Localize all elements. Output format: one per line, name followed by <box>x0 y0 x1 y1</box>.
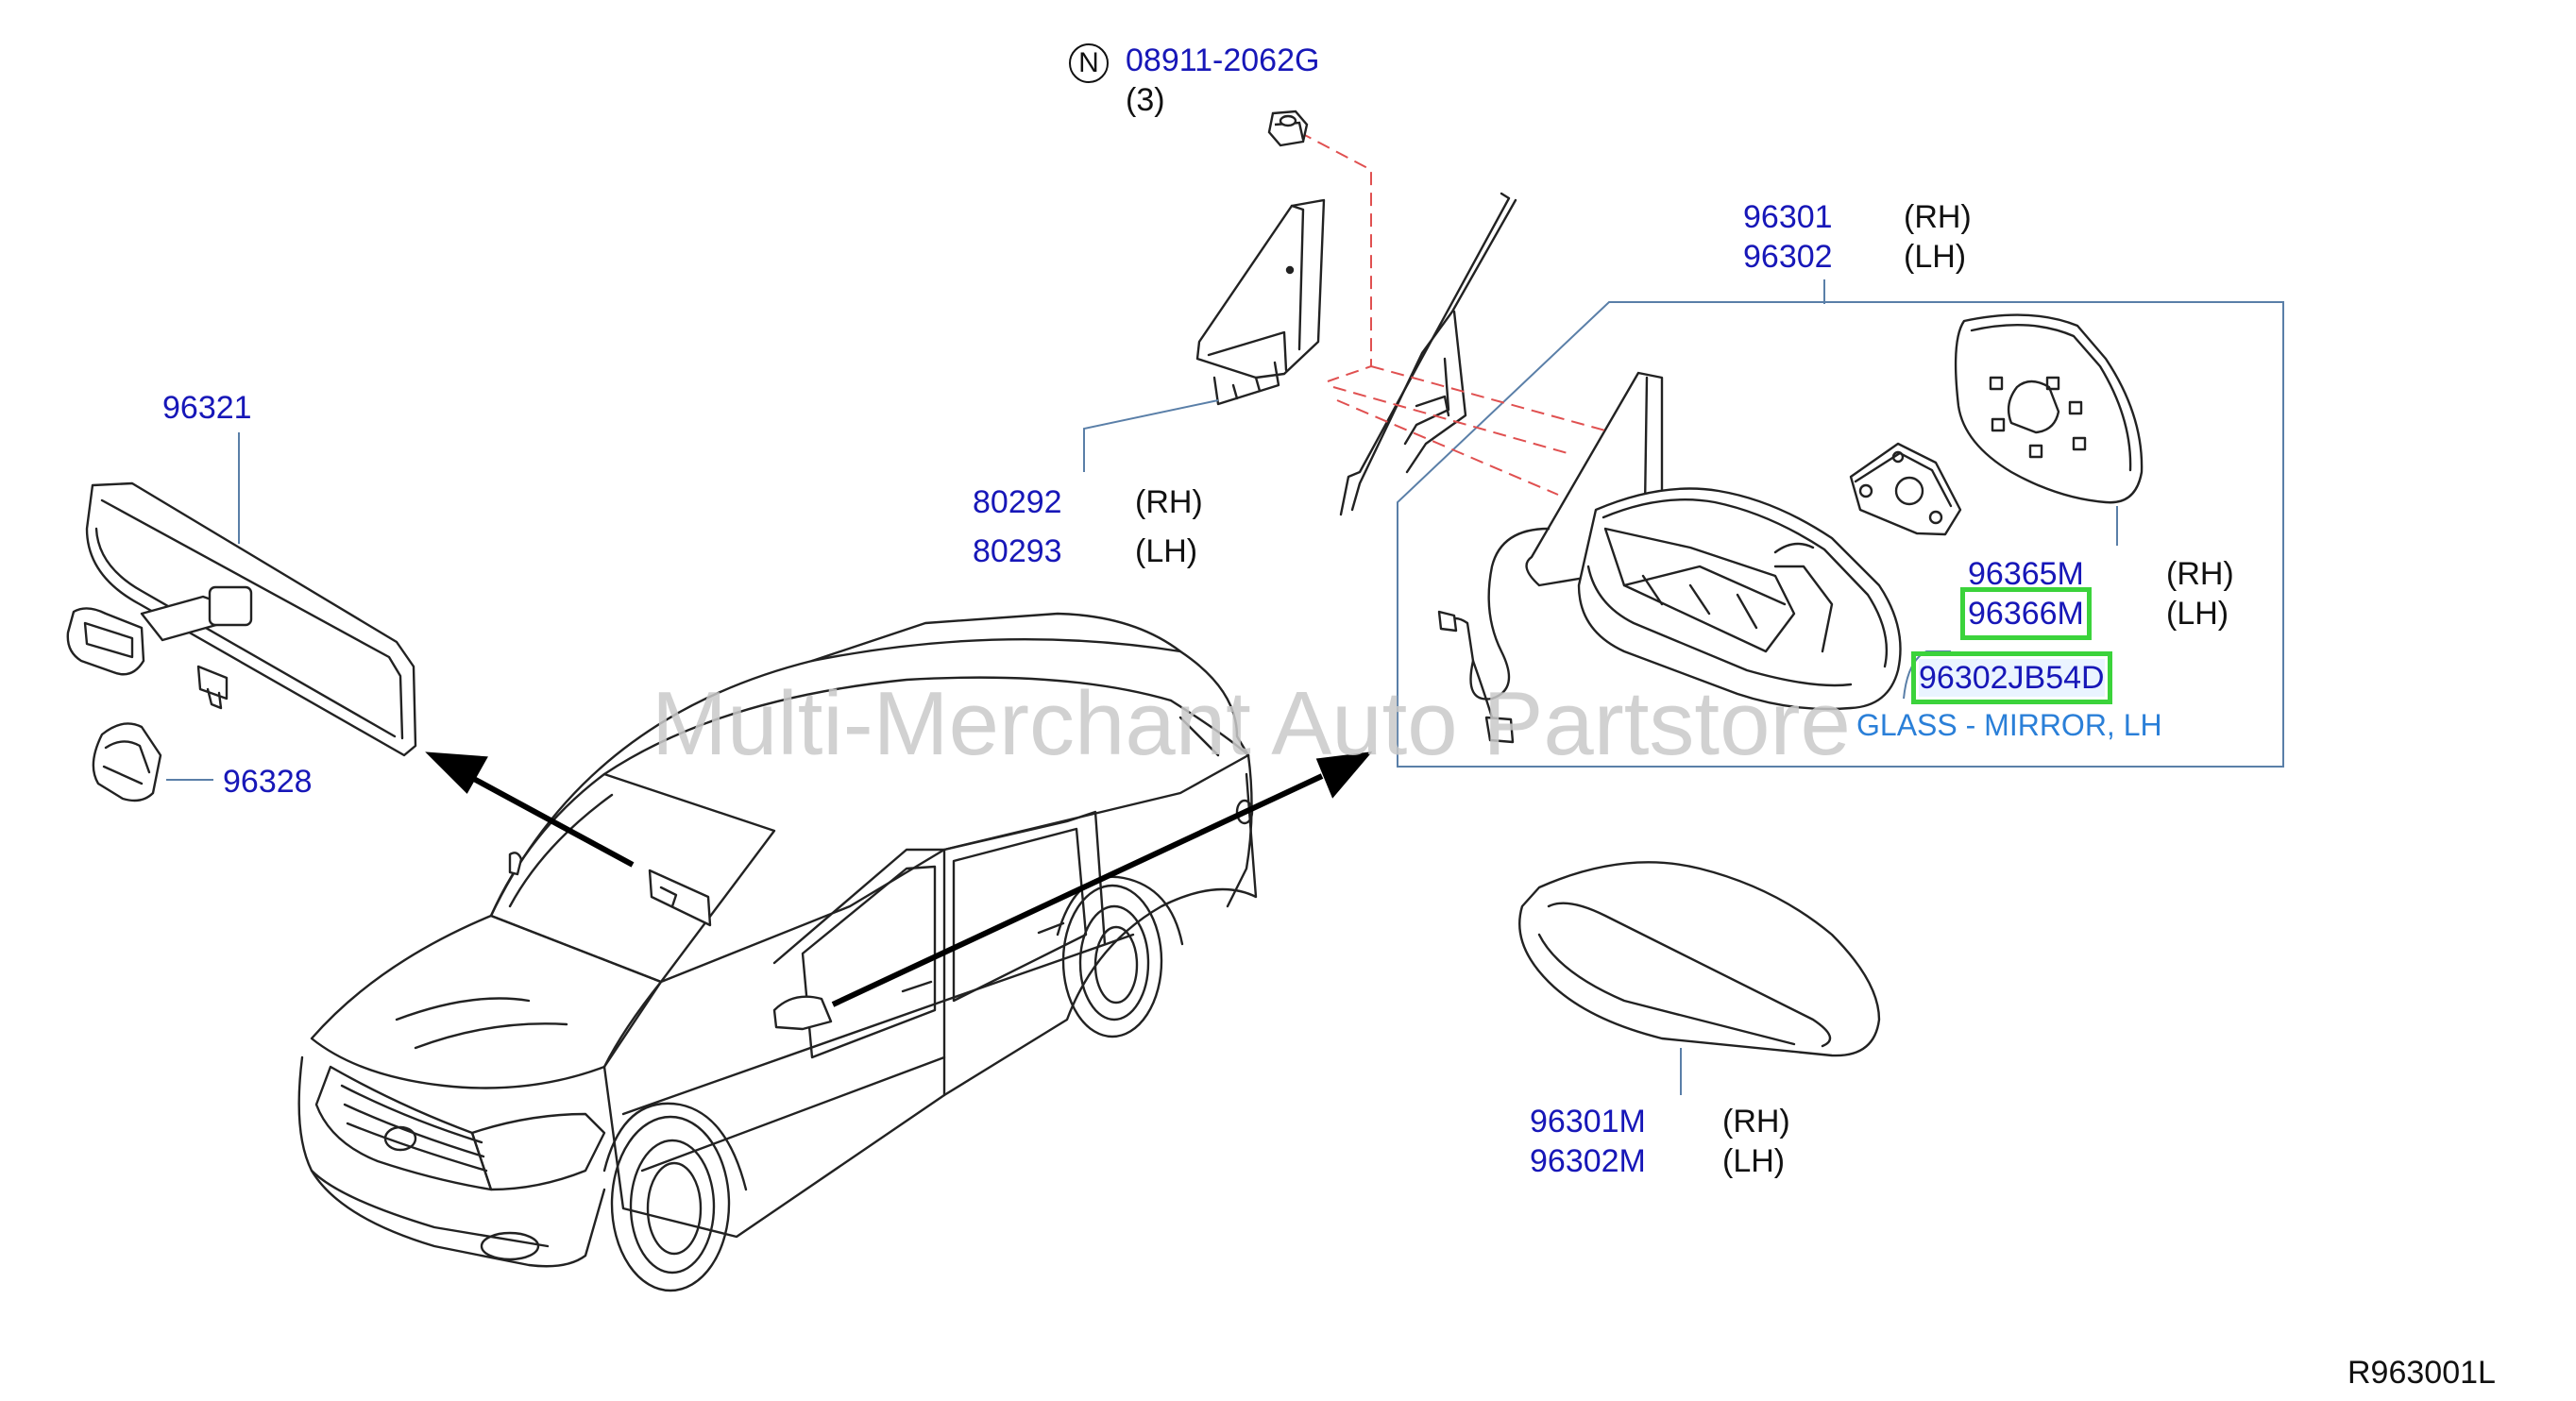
mirror-lh-part-number[interactable]: 96302 <box>1743 239 1833 275</box>
corner-finisher-illustration <box>1195 198 1326 406</box>
cover-lh-side: (LH) <box>1722 1143 1786 1179</box>
car-illustration <box>297 612 1258 1292</box>
inner-mirror-illustration <box>66 481 417 757</box>
inner-mirror-cover-illustration <box>92 722 162 802</box>
cover-rh-side: (RH) <box>1722 1104 1790 1139</box>
cover-rh-part-number[interactable]: 96301M <box>1530 1104 1646 1139</box>
glass-lh-part-number-highlighted[interactable]: 96366M <box>1960 587 2092 640</box>
nut-illustration <box>1267 110 1309 147</box>
mirror-assembly-illustration <box>1437 313 2144 744</box>
glass-lh-side: (LH) <box>2166 596 2229 632</box>
nut-quantity: (3) <box>1126 82 1165 118</box>
leader-lines <box>166 279 2118 1095</box>
assembly-frame <box>1397 301 2284 768</box>
nut-part-number[interactable]: 08911-2062G <box>1126 42 1320 78</box>
alignment-dashes <box>1298 131 1606 496</box>
door-frame-illustration <box>1339 192 1517 516</box>
mirror-cover-illustration <box>1518 861 1881 1057</box>
mirror-rh-side: (RH) <box>1904 199 1972 235</box>
glass-rh-part-number[interactable]: 96365M <box>1968 556 2084 592</box>
inner-mirror-cover-part-number[interactable]: 96328 <box>223 764 313 800</box>
corner-lh-side: (LH) <box>1135 533 1198 569</box>
diagram-reference-code: R963001L <box>2347 1355 2496 1391</box>
glass-rh-side: (RH) <box>2166 556 2234 592</box>
nut-symbol-badge: N <box>1069 43 1109 83</box>
glass-special-part-number-highlighted[interactable]: 96302JB54D <box>1911 651 2112 704</box>
corner-lh-part-number[interactable]: 80293 <box>973 533 1062 569</box>
cover-lh-part-number[interactable]: 96302M <box>1530 1143 1646 1179</box>
mirror-rh-part-number[interactable]: 96301 <box>1743 199 1833 235</box>
glass-description: GLASS - MIRROR, LH <box>1856 708 2162 742</box>
inner-mirror-part-number[interactable]: 96321 <box>162 390 252 426</box>
corner-rh-part-number[interactable]: 80292 <box>973 484 1062 520</box>
corner-rh-side: (RH) <box>1135 484 1203 520</box>
indicator-arrows <box>425 751 1373 1007</box>
mirror-lh-side: (LH) <box>1904 239 1967 275</box>
